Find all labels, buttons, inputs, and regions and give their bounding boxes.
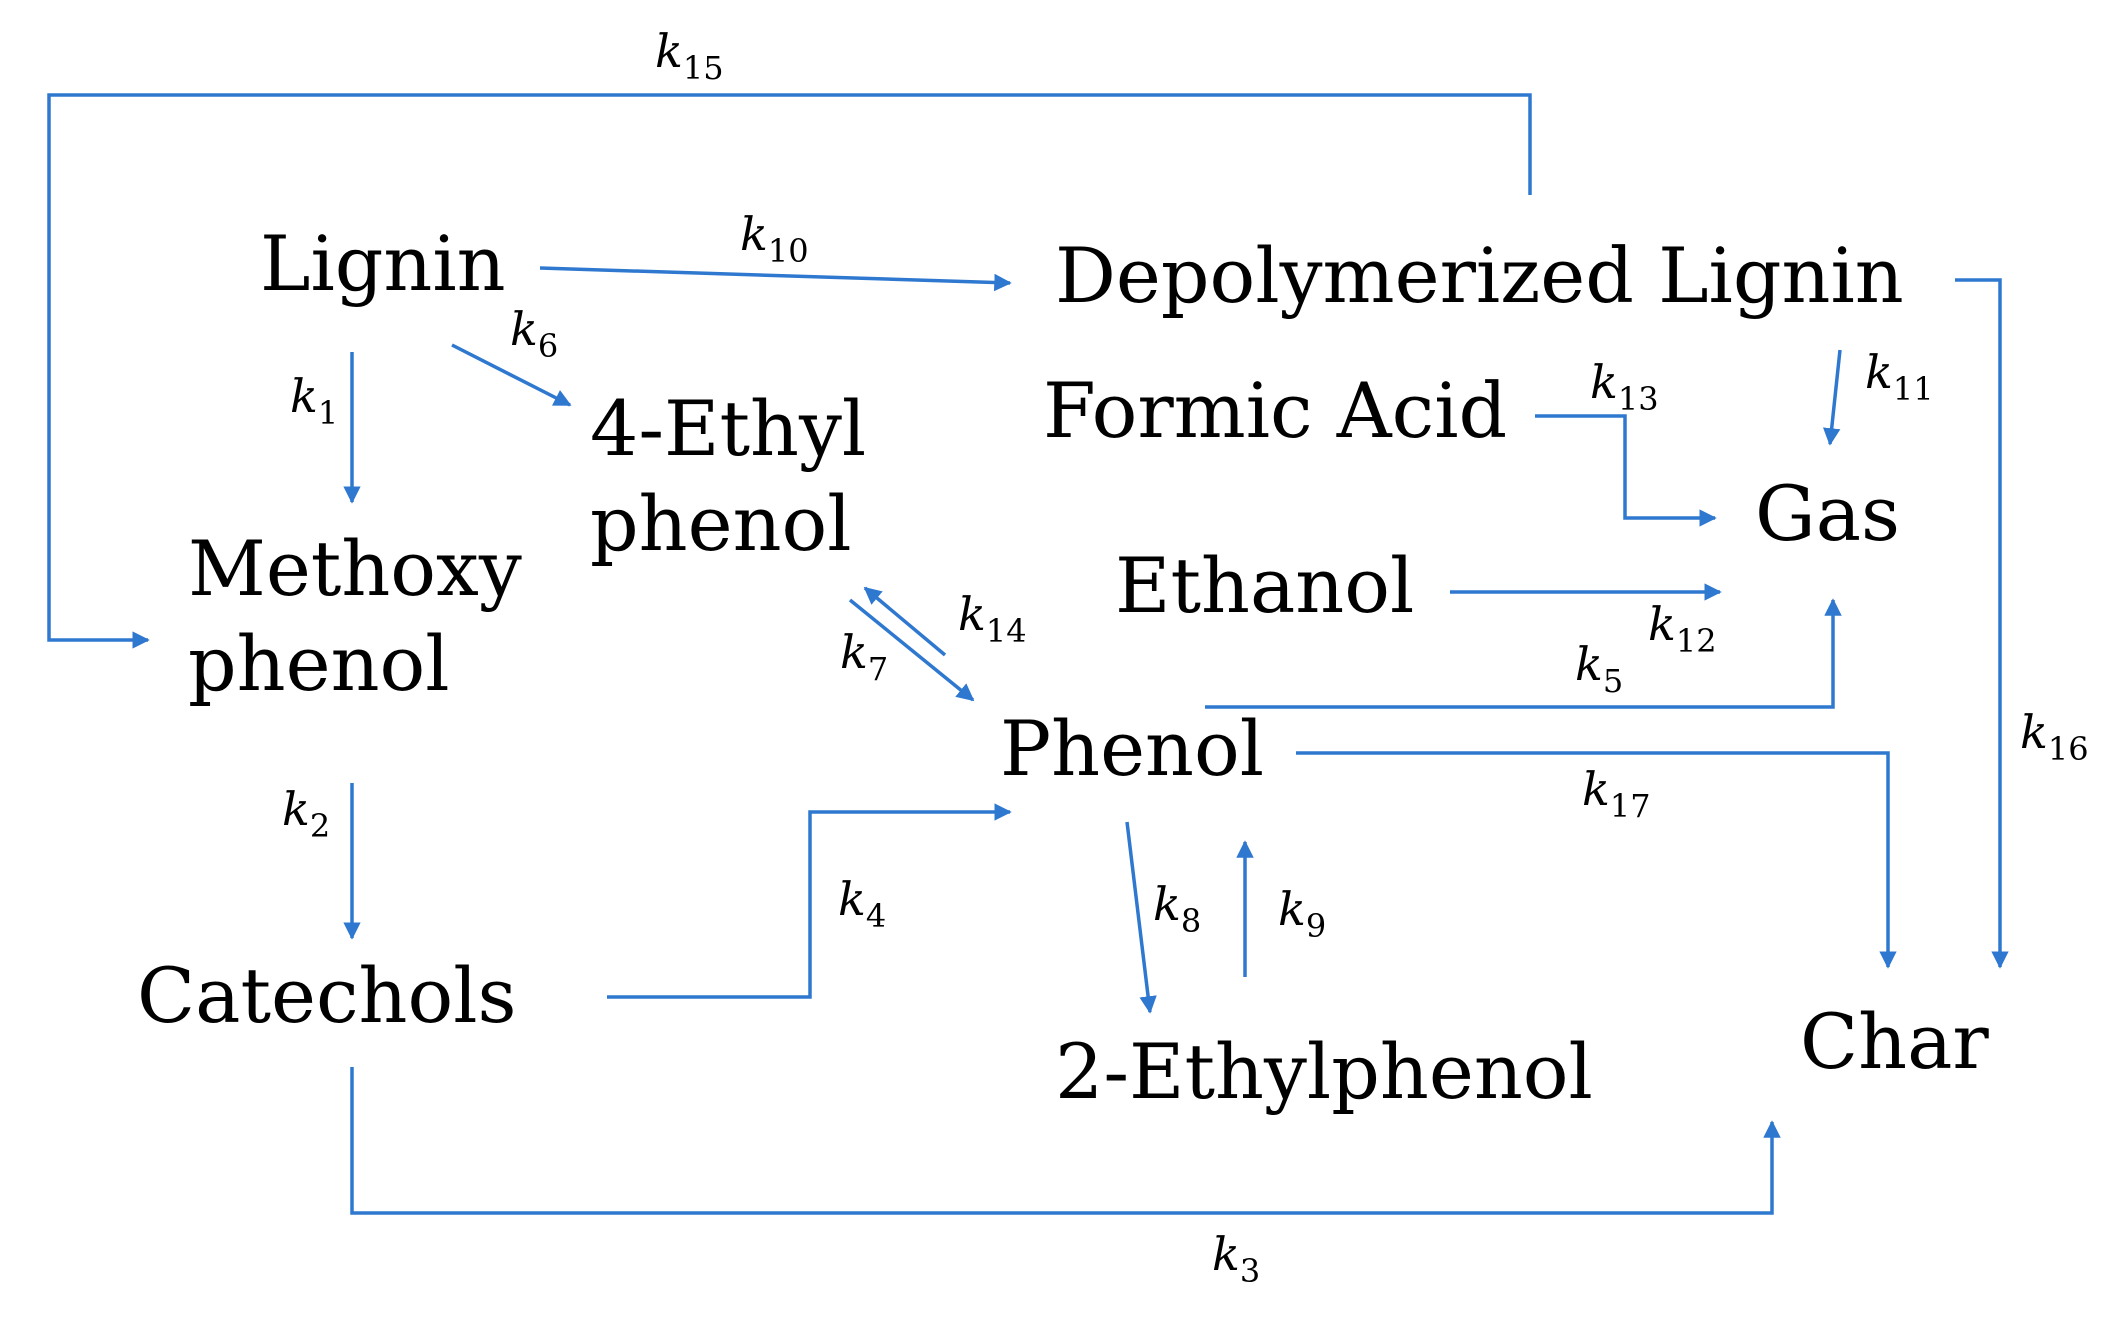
rate-label-k3: k3 — [1212, 1227, 1260, 1290]
node-catechols: Catechols — [137, 951, 517, 1040]
node-phenol: Phenol — [1000, 704, 1264, 793]
edge-k17-phenol-to-char — [1296, 751, 1897, 969]
node-formic-acid: Formic Acid — [1043, 366, 1507, 455]
rate-label-k11: k11 — [1865, 345, 1934, 408]
rate-constant-labels: k15 k10 k6 k1 k13 k11 k14 k7 k12 k5 k16 … — [282, 24, 2089, 1290]
node-gas: Gas — [1755, 469, 1900, 558]
edge-k4-catechols-to-phenol — [607, 803, 1012, 999]
node-methoxyphenol-line2: phenol — [188, 619, 450, 708]
rate-label-k2: k2 — [282, 782, 330, 845]
edge-k11-depolymerized-to-gas — [1822, 349, 1842, 446]
rate-label-k16: k16 — [2020, 705, 2089, 768]
node-2-ethylphenol: 2-Ethylphenol — [1055, 1027, 1593, 1116]
node-methoxyphenol-line1: Methoxy — [188, 524, 522, 613]
node-4-ethylphenol-line1: 4-Ethyl — [590, 384, 866, 473]
edge-k7-4-ethylphenol-to-phenol — [848, 598, 975, 702]
node-depolymerized-lignin: Depolymerized Lignin — [1055, 231, 1904, 320]
species-labels: Lignin Depolymerized Lignin 4-Ethyl phen… — [137, 219, 1989, 1116]
edge-k6-lignin-to-4-ethylphenol — [451, 343, 572, 407]
rate-label-k4: k4 — [838, 872, 886, 935]
edge-k15-depolymerized-to-methoxyphenol — [47, 93, 1532, 649]
edge-k13-formic-acid-to-gas — [1535, 414, 1717, 527]
edges — [47, 93, 2009, 1215]
edge-k5-phenol-to-gas — [1205, 598, 1842, 709]
edge-k14-phenol-to-4-ethylphenol — [863, 586, 947, 657]
rate-label-k17: k17 — [1582, 762, 1651, 825]
rate-label-k6: k6 — [510, 302, 558, 365]
node-4-ethylphenol-line2: phenol — [590, 479, 852, 568]
edge-k8-phenol-to-2-ethylphenol — [1125, 821, 1157, 1014]
edge-k10-lignin-to-depolymerized — [539, 266, 1012, 292]
rate-label-k5: k5 — [1575, 637, 1623, 700]
edge-k3-catechols-to-char — [350, 1067, 1781, 1215]
rate-label-k1: k1 — [290, 369, 338, 432]
rate-label-k10: k10 — [740, 207, 809, 270]
node-char: Char — [1800, 997, 1989, 1086]
rate-label-k7: k7 — [840, 625, 888, 688]
edge-k16-depolymerized-to-char — [1955, 278, 2009, 969]
rate-label-k12: k12 — [1648, 597, 1717, 660]
node-ethanol: Ethanol — [1115, 541, 1414, 630]
rate-label-k14: k14 — [958, 587, 1027, 650]
rate-label-k13: k13 — [1590, 355, 1659, 418]
rate-label-k15: k15 — [655, 24, 724, 87]
node-lignin: Lignin — [260, 219, 506, 308]
rate-label-k9: k9 — [1278, 882, 1326, 945]
rate-label-k8: k8 — [1153, 877, 1201, 940]
